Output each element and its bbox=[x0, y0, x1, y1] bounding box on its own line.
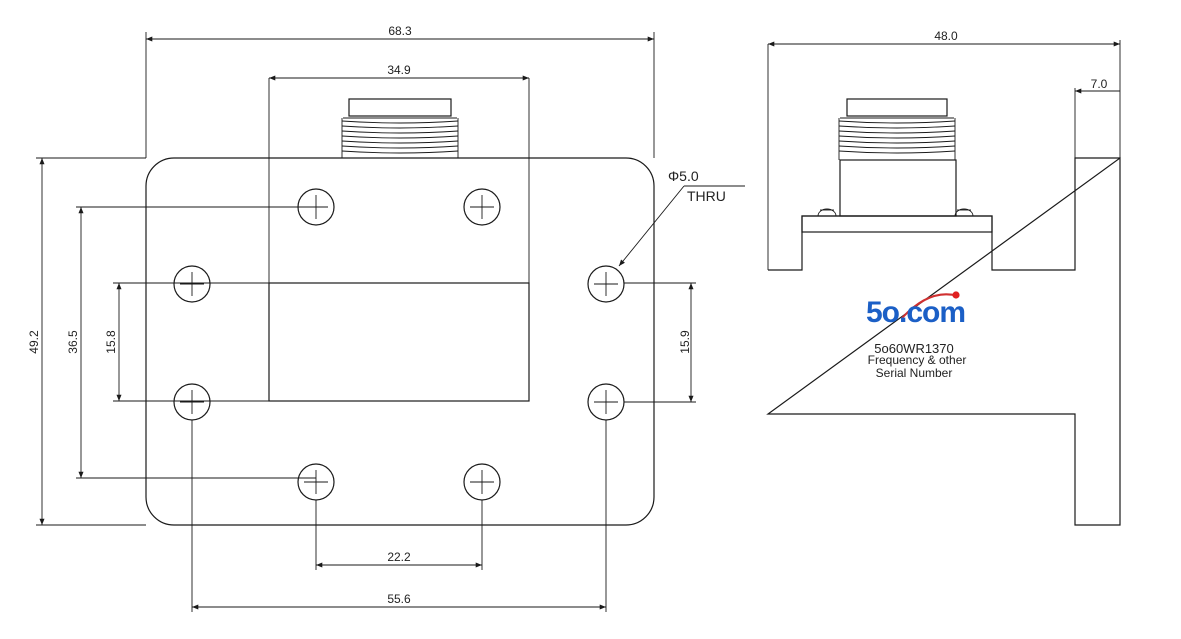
dim-height-aperture-right: 15.9 bbox=[624, 282, 696, 403]
side-body-outline bbox=[766, 156, 1121, 526]
dim-label: 15.9 bbox=[678, 330, 692, 354]
part-number: 5o60WR1370 bbox=[874, 341, 954, 356]
side-view: 48.0 7.0 5o.com 5o60WR1370 Frequency & o… bbox=[766, 29, 1121, 526]
hole-diameter-label: Φ5.0 bbox=[668, 168, 699, 184]
frequency-label: Frequency & other bbox=[868, 353, 967, 367]
hole-note: Φ5.0 THRU bbox=[618, 168, 745, 267]
dim-label: 68.3 bbox=[388, 24, 412, 38]
connector-side bbox=[838, 98, 957, 217]
dim-label: 22.2 bbox=[387, 550, 411, 564]
dim-width-waveguide: 34.9 bbox=[269, 63, 529, 81]
dim-label: 49.2 bbox=[27, 330, 41, 354]
dim-label: 48.0 bbox=[934, 29, 958, 43]
dim-side-step: 7.0 bbox=[1075, 77, 1120, 94]
hole bbox=[173, 383, 211, 421]
hole bbox=[297, 463, 335, 501]
front-view: 68.3 34.9 49.2 36.5 15.8 bbox=[27, 24, 745, 612]
hole bbox=[463, 188, 501, 226]
dim-height-aperture-left: 15.8 bbox=[104, 282, 269, 402]
dim-label: 55.6 bbox=[387, 592, 411, 606]
waveguide-aperture bbox=[268, 282, 530, 402]
serial-label: Serial Number bbox=[876, 366, 953, 380]
hole bbox=[587, 265, 625, 303]
mounting-holes bbox=[173, 188, 625, 501]
dim-height-overall: 49.2 bbox=[27, 157, 146, 526]
connector-front bbox=[341, 98, 459, 158]
brand-name: 5o.com bbox=[866, 296, 965, 329]
dim-label: 34.9 bbox=[387, 63, 411, 77]
dim-side-width: 48.0 bbox=[768, 29, 1120, 47]
hole bbox=[173, 265, 211, 303]
hole bbox=[587, 383, 625, 421]
hole-type-label: THRU bbox=[687, 188, 726, 204]
dim-label: 15.8 bbox=[104, 330, 118, 354]
dim-height-holes: 36.5 bbox=[66, 206, 316, 479]
flange-outline bbox=[145, 157, 655, 526]
dim-spacing-wide: 55.6 bbox=[191, 420, 607, 612]
dim-spacing-bottom: 22.2 bbox=[315, 500, 483, 570]
dim-label: 36.5 bbox=[66, 330, 80, 354]
dim-width-overall: 68.3 bbox=[145, 24, 655, 158]
brand-logo: 5o.com bbox=[866, 291, 966, 329]
hole bbox=[463, 463, 501, 501]
dim-label: 7.0 bbox=[1091, 77, 1108, 91]
